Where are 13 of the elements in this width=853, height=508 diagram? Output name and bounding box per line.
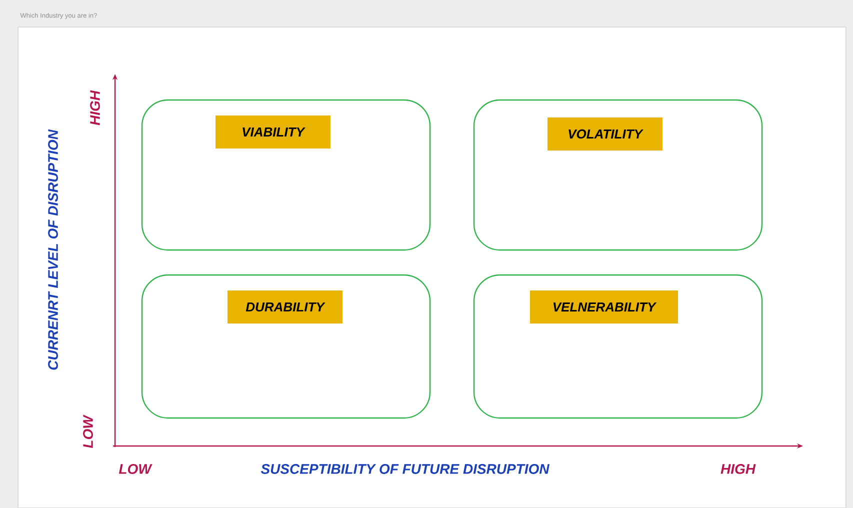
quadrant-tag: DURABILITY — [228, 290, 342, 324]
quadrant-box — [141, 274, 431, 419]
axis-end-label: LOW — [118, 464, 152, 474]
quadrant-tag: VELNERABILITY — [530, 290, 678, 324]
axis-title: CURRENRT LEVEL OF DISRUPTION — [48, 129, 58, 370]
quadrant-tag: VOLATILITY — [548, 118, 662, 150]
axis-end-label: HIGH — [90, 90, 100, 126]
axis-title: SUSCEPTIBILITY OF FUTURE DISRUPTION — [260, 464, 550, 474]
quadrant-box — [473, 99, 763, 251]
quadrant-box — [141, 99, 431, 251]
axis-end-label: HIGH — [720, 464, 756, 474]
axis-end-label: LOW — [83, 414, 93, 448]
quadrant-tag: VIABILITY — [216, 116, 330, 148]
